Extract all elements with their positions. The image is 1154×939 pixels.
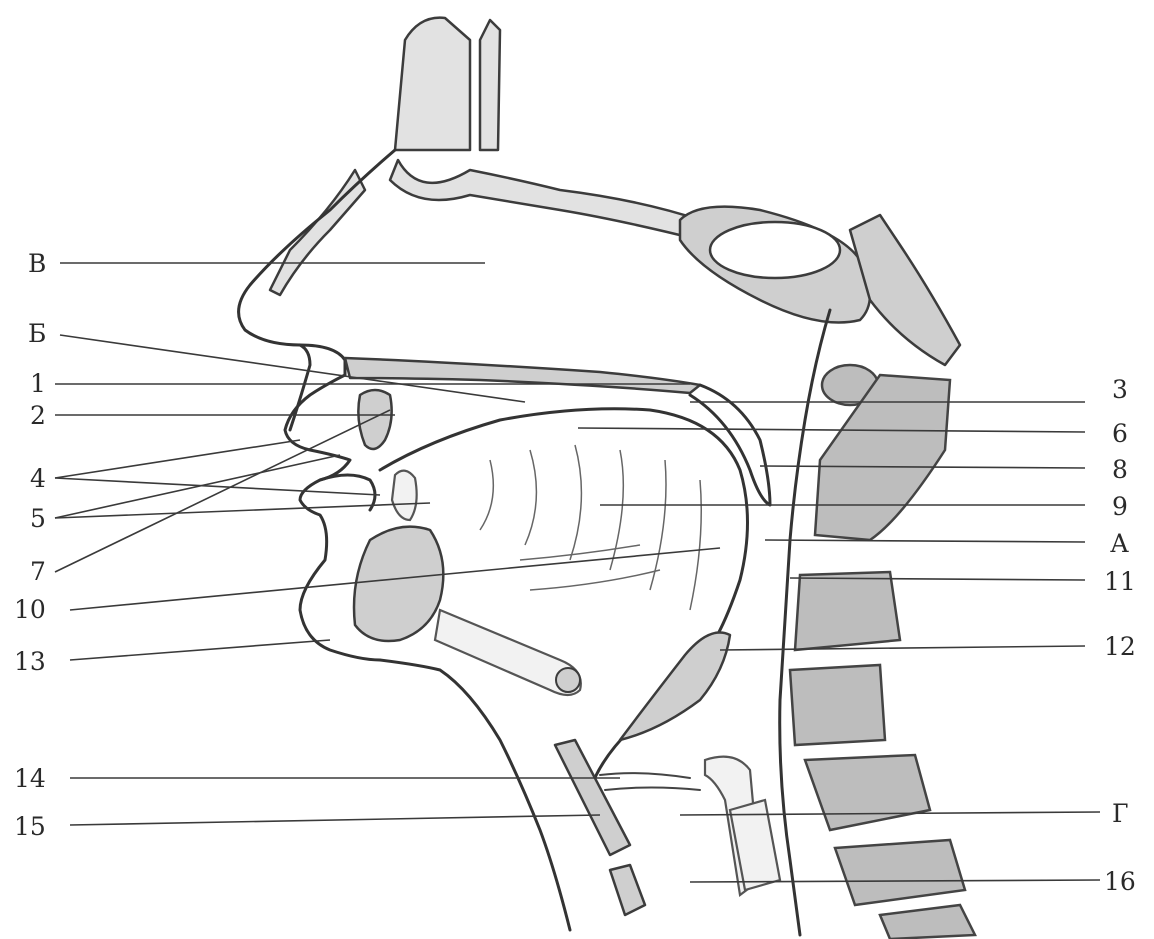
upper-teeth — [358, 390, 391, 449]
labels-right: 3 6 8 9 А 11 12 Г 16 — [1104, 375, 1136, 896]
label-9: 9 — [1112, 492, 1128, 521]
hard-palate — [345, 358, 700, 393]
tongue-muscle-lines — [480, 445, 701, 610]
label-2: 2 — [30, 401, 46, 430]
epiglottis — [620, 633, 730, 741]
label-8: 8 — [1112, 455, 1128, 484]
label-a: А — [1110, 529, 1129, 558]
label-15: 15 — [14, 812, 46, 841]
label-7: 7 — [30, 557, 46, 586]
label-6: 6 — [1112, 419, 1128, 448]
label-13: 13 — [14, 647, 46, 676]
label-b: Б — [28, 319, 46, 348]
label-3: 3 — [1112, 375, 1128, 404]
soft-palate — [690, 385, 770, 505]
nasal-septum-bones — [270, 18, 700, 295]
lower-teeth — [392, 471, 417, 520]
label-4: 4 — [30, 464, 46, 493]
upper-lip — [290, 345, 310, 430]
label-1: 1 — [30, 369, 46, 398]
label-g: Г — [1112, 799, 1129, 828]
larynx — [555, 740, 780, 915]
mandible — [354, 527, 443, 641]
label-10: 10 — [14, 595, 46, 624]
label-v: В — [28, 249, 46, 278]
label-5: 5 — [30, 504, 46, 533]
cervical-spine — [790, 365, 975, 939]
label-14: 14 — [14, 764, 46, 793]
labels-left: В Б 1 2 4 5 7 10 13 14 15 — [14, 249, 46, 841]
label-12: 12 — [1104, 632, 1136, 661]
label-16: 16 — [1104, 867, 1136, 896]
label-11: 11 — [1104, 567, 1136, 596]
